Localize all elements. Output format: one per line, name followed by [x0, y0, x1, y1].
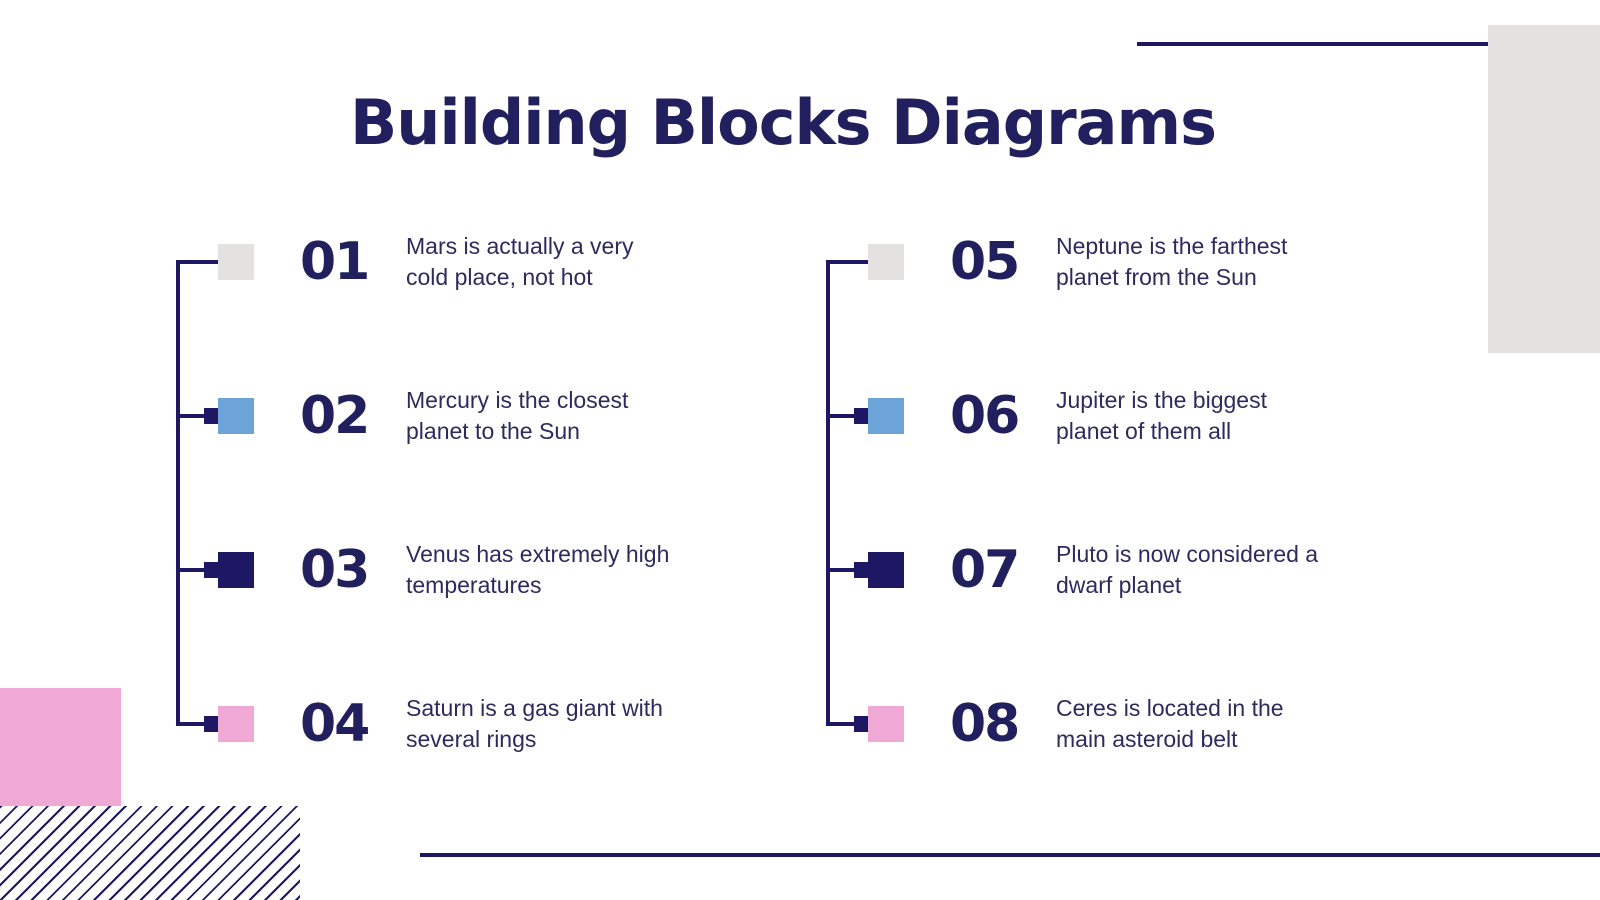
block-square [218, 552, 254, 588]
block-square [218, 244, 254, 280]
connector-stub [828, 260, 868, 264]
bottom-left-pink-block [0, 688, 121, 806]
block-square [218, 706, 254, 742]
item-description: Mars is actually a very cold place, not … [406, 233, 634, 290]
item-number: 02 [300, 386, 370, 446]
block-square [868, 244, 904, 280]
connector-vertical-line [826, 260, 830, 726]
list-item: 05 Neptune is the farthest planet from t… [868, 222, 1287, 302]
item-description: Jupiter is the biggest planet of them al… [1056, 387, 1267, 444]
block-square [868, 398, 904, 434]
connector-stub [178, 414, 206, 418]
connector-vertical-line [176, 260, 180, 726]
list-item: 04 Saturn is a gas giant with several ri… [218, 684, 663, 764]
connector-stub [178, 722, 206, 726]
item-number: 07 [950, 540, 1020, 600]
item-number: 06 [950, 386, 1020, 446]
connector-stub [828, 414, 856, 418]
list-item: 01 Mars is actually a very cold place, n… [218, 222, 634, 302]
block-square [218, 398, 254, 434]
block-square [868, 552, 904, 588]
bottom-left-hatch-pattern [0, 806, 300, 900]
connector-stub [178, 260, 218, 264]
item-number: 03 [300, 540, 370, 600]
connector-stub [828, 568, 856, 572]
block-square [868, 706, 904, 742]
top-right-gray-block [1488, 25, 1600, 353]
item-description: Neptune is the farthest planet from the … [1056, 233, 1288, 290]
item-number: 08 [950, 694, 1020, 754]
item-number: 04 [300, 694, 370, 754]
list-item: 03 Venus has extremely high temperatures [218, 530, 669, 610]
connector-node [204, 562, 220, 578]
item-number: 05 [950, 232, 1020, 292]
list-item: 06 Jupiter is the biggest planet of them… [868, 376, 1267, 456]
item-description: Pluto is now considered a dwarf planet [1056, 541, 1319, 598]
connector-node [204, 716, 220, 732]
connector-node [204, 408, 220, 424]
item-number: 01 [300, 232, 370, 292]
connector-stub [828, 722, 856, 726]
item-description: Venus has extremely high temperatures [406, 541, 670, 598]
slide-title: Building Blocks Diagrams [349, 86, 1217, 159]
diagram-column-right: 05 Neptune is the farthest planet from t… [826, 0, 1586, 900]
item-description: Saturn is a gas giant with several rings [406, 695, 663, 752]
connector-node [854, 408, 870, 424]
top-accent-line [1137, 42, 1600, 46]
bottom-accent-line [420, 853, 1600, 857]
connector-node [854, 716, 870, 732]
diagram-column-left: 01 Mars is actually a very cold place, n… [176, 0, 936, 900]
connector-node [854, 562, 870, 578]
connector-stub [178, 568, 206, 572]
list-item: 07 Pluto is now considered a dwarf plane… [868, 530, 1318, 610]
list-item: 08 Ceres is located in the main asteroid… [868, 684, 1284, 764]
item-description: Mercury is the closest planet to the Sun [406, 387, 629, 444]
item-description: Ceres is located in the main asteroid be… [1056, 695, 1284, 752]
list-item: 02 Mercury is the closest planet to the … [218, 376, 628, 456]
